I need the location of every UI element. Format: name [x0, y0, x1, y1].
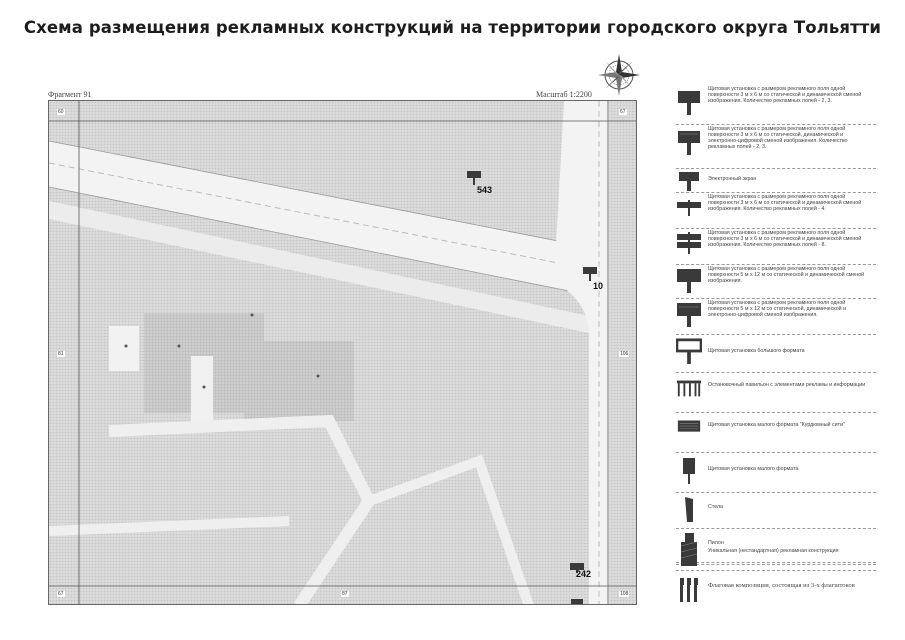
billboard-8-fields-icon [677, 232, 701, 254]
legend-item: Щитовая установка с размером рекламного … [676, 230, 876, 265]
billboard-3x6-double-icon [678, 91, 700, 115]
legend-item: Стела [676, 494, 876, 529]
legend-text: Щитовая установка большого формата [708, 348, 805, 354]
parcel [244, 341, 354, 421]
legend-text: Пилон [708, 540, 724, 546]
road [554, 101, 609, 604]
grid-number: 81 [57, 351, 65, 357]
legend-item: Щитовая установка малого формата "Курдюм… [676, 414, 876, 453]
legend-text: Стела [708, 504, 723, 510]
city-format-icon [677, 420, 701, 432]
scale-label: Масштаб 1:2200 [536, 90, 592, 99]
grid-number: 60 [57, 109, 65, 115]
fragment-label: Фрагмент 91 [48, 90, 92, 99]
grid-number: 87 [341, 591, 349, 597]
billboard-marker-icon[interactable] [571, 599, 583, 605]
map-legend: Щитовая установка с размером рекламного … [676, 86, 876, 606]
grid-number: 106 [619, 351, 630, 357]
legend-text: Щитовая установка малого формата [708, 466, 799, 472]
billboard-marker-icon[interactable] [570, 563, 584, 573]
bus-stop-pavilion-icon [676, 380, 702, 397]
legend-item: Щитовая установка большого формата [676, 336, 876, 373]
grid-number: 108 [619, 591, 630, 597]
large-format-billboard-icon [676, 338, 702, 364]
legend-text: Щитовая установка с размером рекламного … [708, 300, 847, 319]
map-fragment[interactable]: 60 67 81 106 67 87 108 543 10 242 [48, 100, 637, 605]
map-title: Схема размещения рекламных конструкций н… [23, 18, 882, 37]
grid-number: 67 [57, 591, 65, 597]
legend-text: Щитовая установка с размером рекламного … [708, 86, 862, 105]
legend-item: Остановочный павильон с элементами рекла… [676, 374, 876, 413]
legend-text: Щитовая установка с размером рекламного … [708, 266, 865, 285]
billboard-5x12-icon [677, 269, 701, 293]
billboard-4-fields-icon [677, 200, 701, 216]
legend-item: Щитовая установка с размером рекламного … [676, 126, 876, 169]
building [191, 356, 213, 426]
stela-icon [685, 497, 693, 522]
legend-item: Электронный экран [676, 170, 876, 193]
sign-number-label: 10 [593, 281, 604, 291]
legend-text: Уникальная (нестандартная) рекламная кон… [708, 548, 839, 554]
legend-text: Щитовая установка малого формата "Курдюм… [708, 422, 845, 428]
billboard-3x6-digital-icon [678, 131, 700, 155]
legend-text: Остановочный павильон с элементами рекла… [708, 382, 866, 388]
road [49, 141, 609, 299]
legend-text: Электронный экран [708, 176, 757, 182]
legend-text: Щитовая установка с размером рекламного … [708, 230, 862, 249]
electronic-screen-icon [679, 172, 699, 191]
legend-item: Щитовая установка с размером рекламного … [676, 86, 876, 125]
sign-number-label: 543 [477, 185, 493, 195]
road [49, 201, 589, 333]
legend-text: Щитовая установка с размером рекламного … [708, 194, 862, 213]
legend-item: Щитовая установка с размером рекламного … [676, 300, 876, 335]
legend-item [676, 564, 876, 565]
legend-text: Щитовая установка с размером рекламного … [708, 126, 848, 151]
legend-text: Флаговая композиция, состоящая из 3-х фл… [708, 582, 855, 589]
map-canvas [49, 101, 636, 604]
legend-item: Флаговая композиция, состоящая из 3-х фл… [676, 576, 876, 606]
billboard-marker-icon[interactable] [583, 267, 597, 281]
legend-item: Щитовая установка малого формата [676, 454, 876, 493]
legend-item: Щитовая установка с размером рекламного … [676, 266, 876, 299]
legend-item: Щитовая установка с размером рекламного … [676, 194, 876, 229]
building [109, 326, 139, 371]
flag-composition-icon [680, 578, 698, 602]
small-format-icon [683, 458, 695, 484]
grid-number: 67 [619, 109, 627, 115]
unique-construction-icon [680, 541, 698, 566]
billboard-5x12-digital-icon [677, 303, 701, 327]
sign-number-label: 242 [576, 569, 592, 579]
billboard-marker-icon[interactable] [467, 171, 481, 185]
legend-item: Уникальная (нестандартная) рекламная кон… [676, 540, 876, 571]
compass-rose-icon [598, 54, 640, 96]
